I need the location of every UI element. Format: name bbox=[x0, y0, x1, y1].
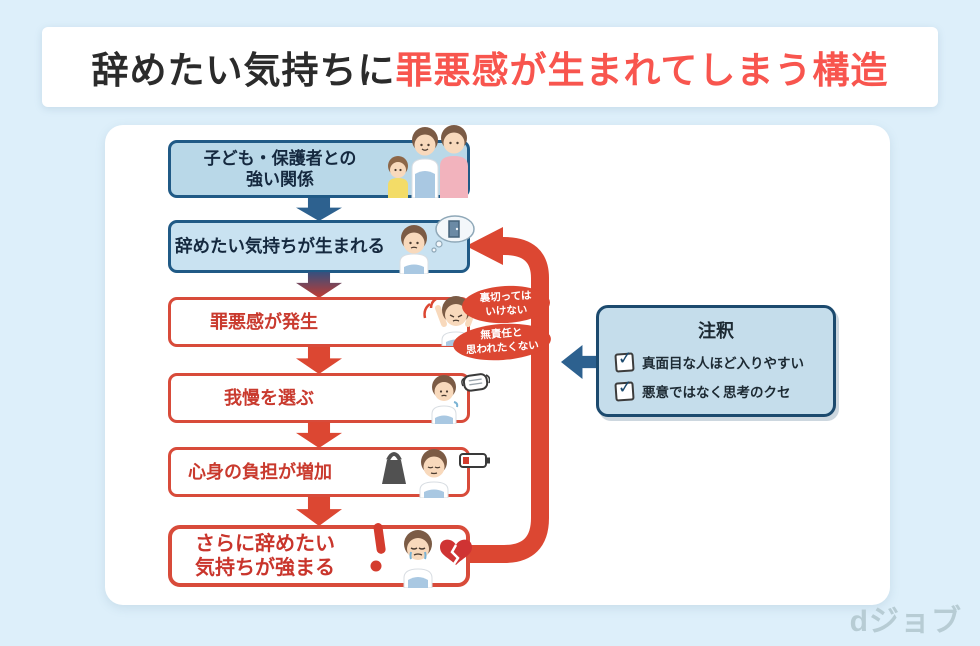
flow-box-burden: 心身の負担が増加 bbox=[168, 447, 470, 497]
checkbox-icon: ✓ bbox=[614, 376, 635, 402]
flow-box-label: 辞めたい気持ちが生まれる bbox=[175, 235, 385, 256]
flow-box-label: 子ども・保護者との 強い関係 bbox=[203, 148, 357, 189]
d-job-logo: dジョブ bbox=[849, 605, 962, 638]
annotation-title: 注釈 bbox=[698, 321, 734, 341]
flow-box-label: 我慢を選ぶ bbox=[224, 387, 314, 408]
title-text-red: 罪悪感が生まれてしまう構造 bbox=[395, 50, 889, 91]
annotation-item-label: 悪意ではなく思考のクセ bbox=[642, 385, 791, 400]
flow-box-guilt: 罪悪感が発生 bbox=[168, 297, 470, 347]
annotation-item-label: 真面目な人ほど入りやすい bbox=[642, 356, 804, 371]
flow-box-label: 心身の負担が増加 bbox=[188, 461, 332, 482]
annotation-item: ✓ 真面目な人ほど入りやすい bbox=[614, 347, 833, 373]
flow-box-endure: 我慢を選ぶ bbox=[168, 373, 470, 423]
annotation-item: ✓ 悪意ではなく思考のクセ bbox=[614, 376, 833, 402]
title-text-black: 辞めたい気持ちに bbox=[91, 50, 396, 91]
title-banner: 辞めたい気持ちに罪悪感が生まれてしまう構造 bbox=[42, 27, 938, 107]
flow-box-stronger-quit-feeling: さらに辞めたい 気持ちが強まる bbox=[168, 525, 470, 587]
checkbox-icon: ✓ bbox=[614, 347, 635, 373]
flow-box-quit-feeling: 辞めたい気持ちが生まれる bbox=[168, 220, 470, 273]
flow-box-label: さらに辞めたい 気持ちが強まる bbox=[195, 533, 335, 579]
flow-box-label: 罪悪感が発生 bbox=[210, 311, 318, 332]
annotation-box: 注釈 ✓ 真面目な人ほど入りやすい ✓ 悪意ではなく思考のクセ bbox=[596, 305, 836, 417]
flow-box-relationship: 子ども・保護者との 強い関係 bbox=[168, 140, 470, 198]
